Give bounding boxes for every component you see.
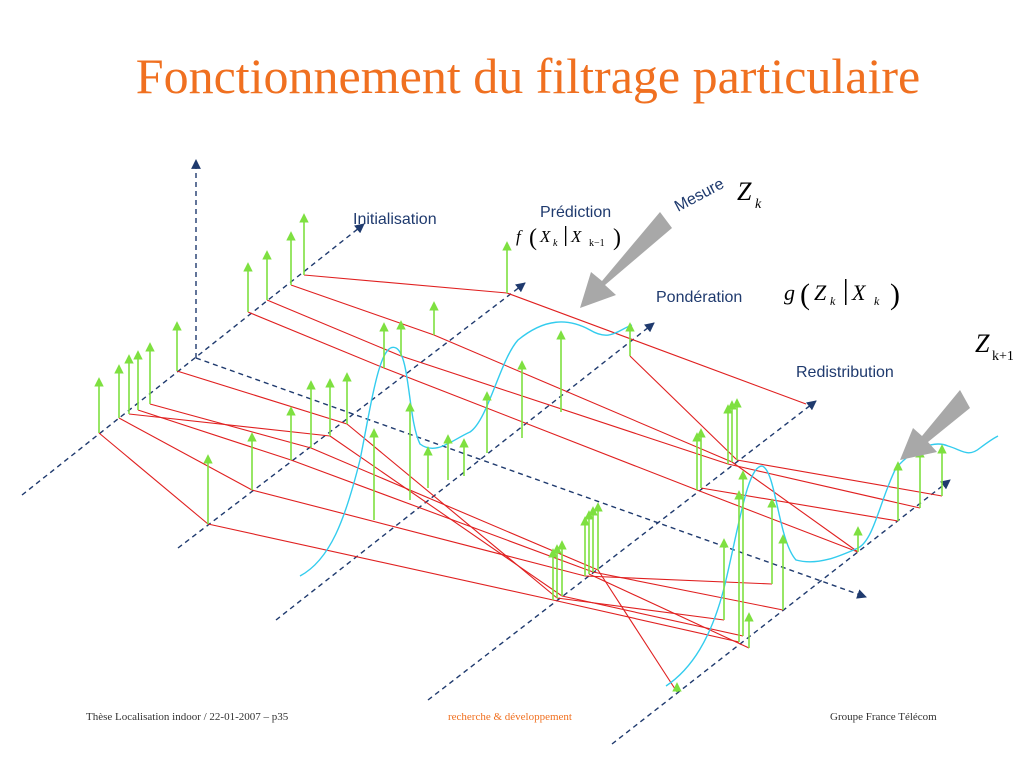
axis-line bbox=[275, 322, 655, 621]
particle-link bbox=[561, 595, 744, 637]
formula-bar-icon bbox=[845, 279, 847, 305]
label-redistribution: Redistribution bbox=[796, 364, 894, 381]
particle-link bbox=[597, 569, 678, 693]
particle-link bbox=[251, 489, 586, 577]
particle-link bbox=[736, 459, 943, 497]
zk-sub: k bbox=[755, 197, 762, 212]
formula-x: X bbox=[851, 280, 867, 305]
formula-g: g bbox=[784, 280, 795, 305]
paren-open-icon: ( bbox=[529, 225, 537, 251]
particle-link bbox=[727, 463, 921, 509]
formula-zk1: Z k+1 bbox=[975, 329, 1014, 364]
zk-z: Z bbox=[737, 177, 752, 206]
particle-link bbox=[118, 417, 253, 491]
particle-link bbox=[552, 599, 740, 643]
particle-links-group bbox=[98, 274, 943, 693]
label-initialisation: Initialisation bbox=[353, 211, 437, 228]
particle-link bbox=[137, 409, 292, 461]
particle-link bbox=[329, 435, 563, 597]
paren-close-icon: ) bbox=[613, 225, 621, 251]
axes-group bbox=[21, 159, 951, 745]
particle-link bbox=[696, 489, 859, 553]
slide-title: Fonctionnement du filtrage particulaire bbox=[135, 48, 921, 104]
particle-link bbox=[149, 403, 312, 449]
formula-sub-k: k bbox=[830, 294, 836, 308]
formula-z: Z bbox=[814, 280, 827, 305]
particle-link bbox=[290, 459, 594, 573]
particle-link bbox=[310, 447, 599, 571]
particle-link bbox=[433, 334, 733, 463]
axis-line bbox=[177, 282, 526, 549]
likelihood-curve bbox=[299, 321, 633, 577]
label-prediction: Prédiction bbox=[540, 204, 611, 221]
formula-sub-k: k bbox=[553, 238, 558, 249]
measurement-arrow-zk1 bbox=[900, 390, 970, 460]
likelihood-curve bbox=[665, 435, 999, 687]
formula-ponderation: g ( Z k X k ) bbox=[784, 278, 900, 311]
zk1-sub: k+1 bbox=[992, 349, 1014, 364]
measurement-arrow-zk bbox=[580, 212, 672, 308]
particle-link bbox=[700, 487, 899, 522]
particle-link bbox=[731, 461, 859, 553]
axis-line bbox=[21, 223, 365, 496]
particle-link bbox=[303, 274, 508, 294]
footer-right: Groupe France Télécom bbox=[830, 711, 937, 723]
footer-center: recherche & développement bbox=[448, 711, 572, 723]
particle-link bbox=[506, 292, 807, 405]
paren-close-icon: ) bbox=[890, 278, 900, 311]
label-ponderation: Pondération bbox=[656, 289, 742, 306]
label-mesure: Mesure bbox=[672, 175, 727, 215]
particle-link bbox=[266, 299, 402, 357]
particles-group bbox=[94, 213, 947, 692]
particle-link bbox=[588, 573, 750, 649]
particle-link bbox=[400, 355, 729, 465]
particle-link bbox=[346, 423, 558, 599]
particle-link bbox=[290, 284, 435, 336]
particle-link bbox=[383, 367, 698, 491]
paren-open-icon: ( bbox=[800, 278, 810, 311]
particle-link bbox=[98, 432, 209, 525]
axis-line bbox=[195, 357, 867, 599]
formula-sub-km1: k−1 bbox=[589, 238, 605, 249]
footer-left: Thèse Localisation indoor / 22-01-2007 –… bbox=[86, 711, 289, 723]
particle-link bbox=[176, 370, 348, 425]
zk1-z: Z bbox=[975, 329, 990, 358]
particle-link bbox=[592, 571, 784, 611]
particle-link bbox=[556, 597, 725, 621]
particle-link bbox=[207, 523, 554, 601]
formula-f: f bbox=[516, 227, 523, 246]
formula-x1: X bbox=[539, 227, 551, 246]
particle-link bbox=[584, 575, 773, 585]
formula-zk: Z k bbox=[737, 177, 762, 212]
axis-line bbox=[427, 400, 817, 701]
formula-sub-k: k bbox=[874, 294, 880, 308]
formula-bar-icon bbox=[565, 226, 567, 246]
particle-link bbox=[247, 311, 385, 369]
formula-x2: X bbox=[570, 227, 582, 246]
formula-prediction: f ( X k X k−1 ) bbox=[516, 225, 621, 251]
particle-link bbox=[629, 355, 738, 461]
